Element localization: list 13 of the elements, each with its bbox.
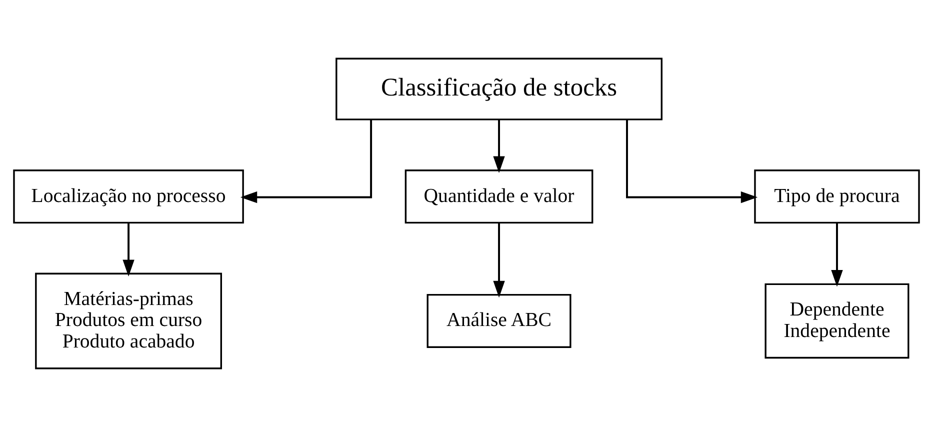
arrow — [493, 119, 505, 172]
arrow — [626, 119, 758, 203]
arrow — [122, 222, 134, 276]
node-box: Tipo de procura — [754, 169, 920, 224]
node-box: Análise ABC — [426, 293, 572, 348]
node-box: Quantidade e valor — [404, 169, 594, 224]
arrow — [240, 119, 372, 203]
node-box: Classificação de stocks — [336, 57, 662, 120]
arrow — [831, 222, 843, 286]
arrow — [493, 222, 505, 298]
node-box: Dependente Independente — [764, 282, 910, 358]
node-box: Localização no processo — [13, 169, 244, 224]
node-box: Matérias-primas Produtos em curso Produto acabado — [35, 272, 222, 369]
